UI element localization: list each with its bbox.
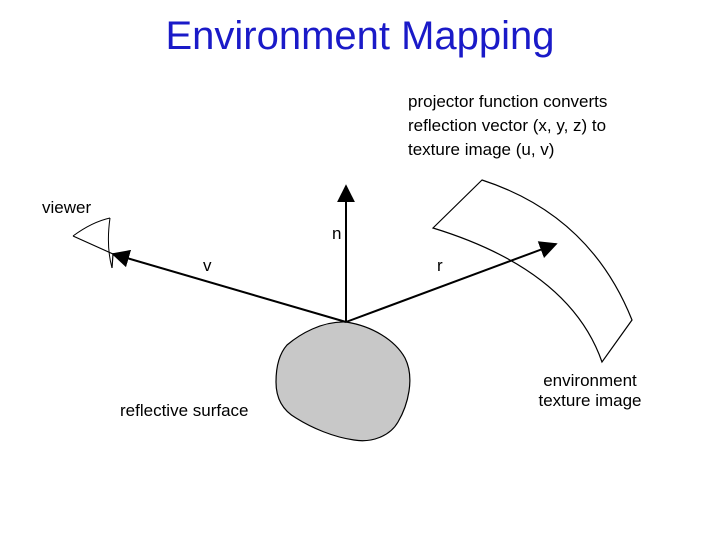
viewer-eye-icon [72, 235, 114, 269]
reflective-surface-blob [275, 321, 411, 442]
normal-label: n [332, 224, 342, 243]
viewer-eye-lens [107, 217, 113, 269]
viewer-label: viewer [42, 198, 92, 217]
viewer-eye-arc [72, 217, 111, 237]
reflective-surface-label: reflective surface [120, 401, 249, 420]
view-vector-v [111, 249, 347, 323]
environment-texture-sheet [431, 179, 633, 364]
projector-note: projector function converts reflection v… [408, 92, 608, 159]
view-vector-label: v [203, 256, 212, 275]
reflection-vector-label: r [437, 256, 443, 275]
page-title: Environment Mapping [165, 14, 555, 58]
environment-texture-label: environment texture image [538, 371, 642, 410]
reflection-vector-r [345, 241, 558, 323]
